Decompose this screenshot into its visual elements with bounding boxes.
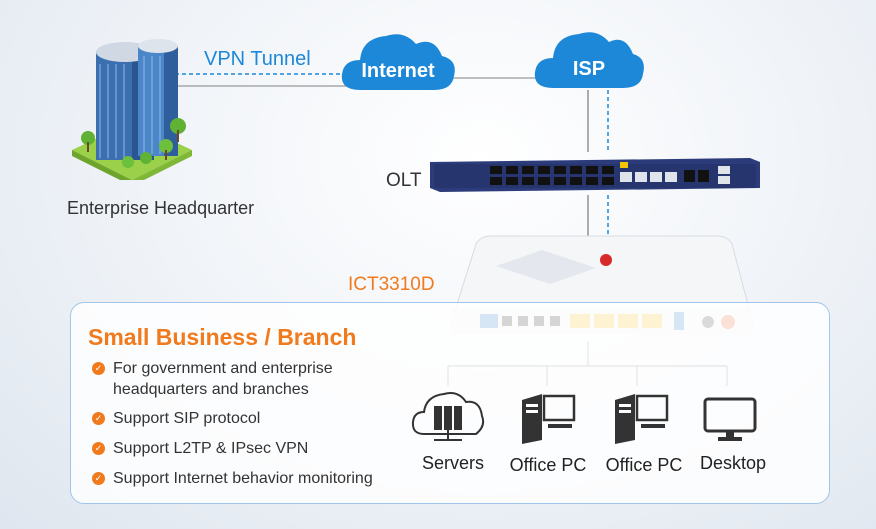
desktop-icon [703, 397, 757, 441]
device-label: Office PC [509, 455, 587, 475]
device-label: Desktop [699, 453, 767, 473]
feature-text: For government and enterprise headquarte… [113, 360, 333, 398]
ont-model-label: ICT3310D [348, 274, 435, 295]
cloud-icon [534, 32, 644, 88]
check-icon: ✓ [92, 472, 105, 485]
feature-item: ✓ Support L2TP & IPsec VPN [92, 438, 392, 459]
office-pc-icon [522, 394, 576, 444]
server-cloud-icon [411, 392, 485, 441]
feature-item: ✓ Support Internet behavior monitoring [92, 468, 392, 489]
cloud-icon [341, 34, 455, 90]
branch-title: Small Business / Branch [88, 324, 357, 350]
feature-text: Support Internet behavior monitoring [113, 470, 373, 487]
feature-text: Support L2TP & IPsec VPN [113, 440, 309, 457]
office-pc-icon [615, 394, 669, 444]
isp-cloud: ISP [531, 24, 647, 92]
internet-cloud: Internet [338, 26, 458, 94]
headquarter-label: Enterprise Headquarter [67, 198, 255, 218]
check-icon: ✓ [92, 442, 105, 455]
check-icon: ✓ [92, 362, 105, 375]
feature-text: Support SIP protocol [113, 410, 261, 427]
olt-device [430, 158, 760, 192]
olt-label: OLT [386, 170, 422, 191]
device-label: Servers [421, 453, 484, 473]
headquarter-building-icon [72, 39, 192, 180]
feature-item: ✓ For government and enterprise headquar… [92, 358, 392, 400]
internet-label: Internet [361, 60, 435, 82]
device-label: Office PC [605, 455, 683, 475]
isp-label: ISP [572, 58, 606, 80]
feature-item: ✓ Support SIP protocol [92, 408, 392, 429]
vpn-tunnel-label: VPN Tunnel [204, 48, 311, 70]
branch-panel [70, 302, 830, 504]
check-icon: ✓ [92, 412, 105, 425]
